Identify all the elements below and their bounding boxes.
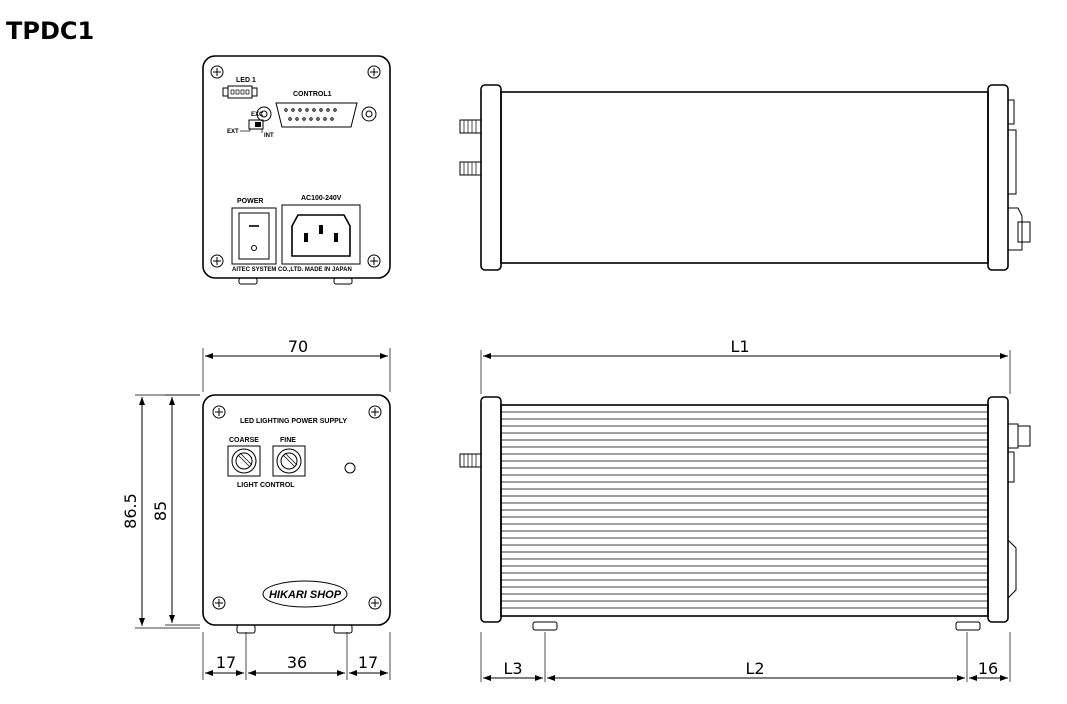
side-body xyxy=(500,91,989,264)
coarse-knob-icon xyxy=(227,445,261,477)
front-foot-right xyxy=(333,624,353,634)
top-side-view xyxy=(459,84,1031,271)
power-label: POWER xyxy=(237,198,263,205)
fine-label: FINE xyxy=(280,437,296,444)
drawing-title: TPDC1 xyxy=(6,17,94,45)
width-dimension: 70 xyxy=(288,337,308,356)
rear-foot-right xyxy=(333,277,353,285)
screw-icon xyxy=(367,65,381,79)
screw-icon xyxy=(212,405,226,419)
exc-label: EXC xyxy=(251,112,264,118)
dsub-connector-icon xyxy=(256,102,377,128)
brand-label: HIKARI SHOP xyxy=(269,589,342,601)
front-panel-outline xyxy=(202,394,391,626)
middle-length-dimension: L2 xyxy=(745,659,764,678)
rear-panel-view: LED 1 CONTROL1 EXC xyxy=(202,55,391,285)
screw-icon xyxy=(367,254,381,268)
ribbed-body xyxy=(500,404,989,617)
rear-connector-profile-icon xyxy=(1007,99,1031,251)
right-margin-dimension: 17 xyxy=(358,653,378,672)
center-span-dimension: 36 xyxy=(287,653,307,672)
total-length-dimension: L1 xyxy=(730,337,749,356)
rear-length-dimension: 16 xyxy=(978,659,998,678)
side-foot-rear xyxy=(955,621,981,631)
screw-icon xyxy=(368,596,382,610)
ac-inlet-label: AC100-240V xyxy=(301,195,342,202)
front-foot-left xyxy=(236,624,256,634)
rear-connector-profile-icon xyxy=(1007,423,1031,599)
height-outer-dimension: 86.5 xyxy=(121,493,140,529)
fine-knob-icon xyxy=(272,445,306,477)
front-length-dimension: L3 xyxy=(503,659,522,678)
side-end-cap-rear xyxy=(987,84,1009,271)
front-heading: LED LIGHTING POWER SUPPLY xyxy=(240,418,347,425)
coarse-label: COARSE xyxy=(229,437,259,444)
maker-label: AITEC SYSTEM CO.,LTD. MADE IN JAPAN xyxy=(232,267,352,273)
brand-badge xyxy=(262,580,348,608)
knob-shaft-icon xyxy=(459,453,482,468)
screw-icon xyxy=(210,65,224,79)
knob-shaft-icon xyxy=(459,119,482,176)
ribbed-end-cap-rear xyxy=(987,396,1009,623)
left-margin-dimension: 17 xyxy=(216,653,236,672)
side-end-cap-front xyxy=(480,84,502,271)
ext-label: EXT xyxy=(227,129,239,135)
light-control-label: LIGHT CONTROL xyxy=(237,482,295,489)
int-label: INT xyxy=(264,133,274,139)
led-connector-icon xyxy=(222,85,258,99)
control-connector-label: CONTROL1 xyxy=(293,91,332,98)
dimension-lines: 70 86.5 85 17 36 17 L1 L3 L2 xyxy=(121,337,1011,682)
front-panel-view: LED LIGHTING POWER SUPPLY COARSE FINE LI… xyxy=(202,394,391,634)
led-connector-label: LED 1 xyxy=(236,77,256,84)
ribbed-side-view xyxy=(459,396,1031,631)
screw-icon xyxy=(212,596,226,610)
screw-icon xyxy=(368,405,382,419)
rear-panel-outline xyxy=(202,55,391,279)
screw-icon xyxy=(210,254,224,268)
height-inner-dimension: 85 xyxy=(151,501,170,521)
mode-switch-icon xyxy=(240,119,264,133)
side-foot-front xyxy=(532,621,558,631)
ribbed-end-cap-front xyxy=(480,396,502,623)
power-switch-icon xyxy=(231,207,277,265)
indicator-led-icon xyxy=(344,462,356,474)
ac-inlet-icon xyxy=(281,204,361,265)
cooling-fins xyxy=(501,411,988,609)
rear-foot-left xyxy=(238,277,258,285)
